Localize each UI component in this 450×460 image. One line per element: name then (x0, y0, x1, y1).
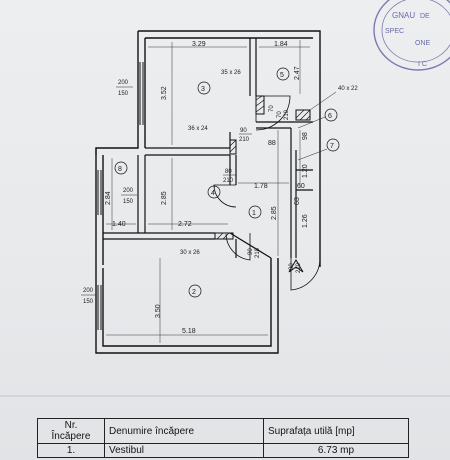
duct-label: 36 x 24 (188, 126, 208, 132)
dim-label: 1.40 (112, 221, 126, 228)
row-nr: 1. (37, 443, 105, 458)
window-label: 150 (123, 199, 134, 205)
doors (213, 95, 321, 291)
table-header-nr: Nr. Încăpere (37, 418, 105, 444)
row-area: 6.73 mp (263, 443, 409, 458)
stamp: GNAU DE SPEC ONE I C (373, 0, 450, 71)
stamp-line: ONE (415, 40, 431, 47)
dim-label: 5.18 (182, 328, 196, 335)
north-arrow-icon (288, 259, 304, 273)
dim-label: 3.50 (155, 304, 162, 318)
room-number: 6 (328, 113, 332, 120)
dim-label: 3.52 (161, 86, 168, 100)
door-label: 80 (225, 169, 232, 175)
dim-label: 2.85 (161, 191, 168, 205)
outer-walls (95, 30, 321, 354)
dim-label: 1.84 (274, 41, 288, 48)
dim-label: 2.85 (271, 206, 278, 220)
dim-label: 88 (268, 140, 276, 147)
room-markers (114, 67, 340, 298)
windows (97, 62, 144, 330)
window-label: 200 (83, 288, 94, 294)
dim-label: 2.84 (105, 191, 112, 205)
duct-label: 40 x 22 (338, 86, 358, 92)
room-number: 1 (252, 210, 256, 217)
dim-label: 1.78 (254, 183, 268, 190)
dim-label: 98 (302, 132, 309, 140)
door-label: 210 (223, 178, 234, 184)
dim-label: 63 (294, 197, 301, 205)
table-row: 1. Vestibul 6.73 mp (37, 443, 409, 458)
door-label: 210 (284, 109, 290, 120)
ducts (214, 95, 311, 240)
row-name: Vestibul (104, 443, 264, 458)
door-label: 90 (248, 248, 254, 255)
room-number: 5 (280, 72, 284, 79)
duct-label: 35 x 26 (221, 70, 241, 76)
stamp-line: DE (420, 13, 430, 20)
room-number: 8 (118, 166, 122, 173)
dim-label: 1.26 (302, 214, 309, 228)
table-header-name: Denumire încăpere (104, 418, 264, 444)
floor-plan-drawing: GNAU DE SPEC ONE I C (0, 0, 450, 397)
door-label: 90 (240, 128, 247, 134)
window-label: 150 (83, 299, 94, 305)
inner-walls (95, 38, 313, 259)
door-label: 70 (277, 111, 283, 118)
dim-label: 2.47 (294, 66, 301, 80)
dim-label: 1.20 (302, 164, 309, 178)
door-label: 210 (296, 262, 302, 273)
dim-label: 3.29 (192, 41, 206, 48)
stamp-line: SPEC (385, 28, 404, 35)
room-number: 3 (201, 86, 205, 93)
room-number: 2 (192, 289, 196, 296)
stamp-line: GNAU (392, 11, 415, 20)
dimension-lines (106, 40, 310, 343)
window-label: 200 (118, 80, 129, 86)
dim-label: 70 (269, 105, 275, 112)
table-header-area: Suprafața utilă [mp] (263, 418, 409, 444)
door-label: 210 (255, 247, 261, 258)
room-area-table: Nr. Încăpere Denumire încăpere Suprafața… (37, 418, 409, 458)
window-label: 200 (123, 188, 134, 194)
room-number: 4 (211, 190, 215, 197)
dim-label: 2.72 (178, 221, 192, 228)
duct-label: 30 x 26 (180, 250, 200, 256)
window-label: 150 (118, 91, 129, 97)
dim-label: 60 (297, 183, 305, 190)
room-number: 7 (330, 143, 334, 150)
stamp-line: I C (418, 61, 427, 68)
door-label: 210 (239, 137, 250, 143)
